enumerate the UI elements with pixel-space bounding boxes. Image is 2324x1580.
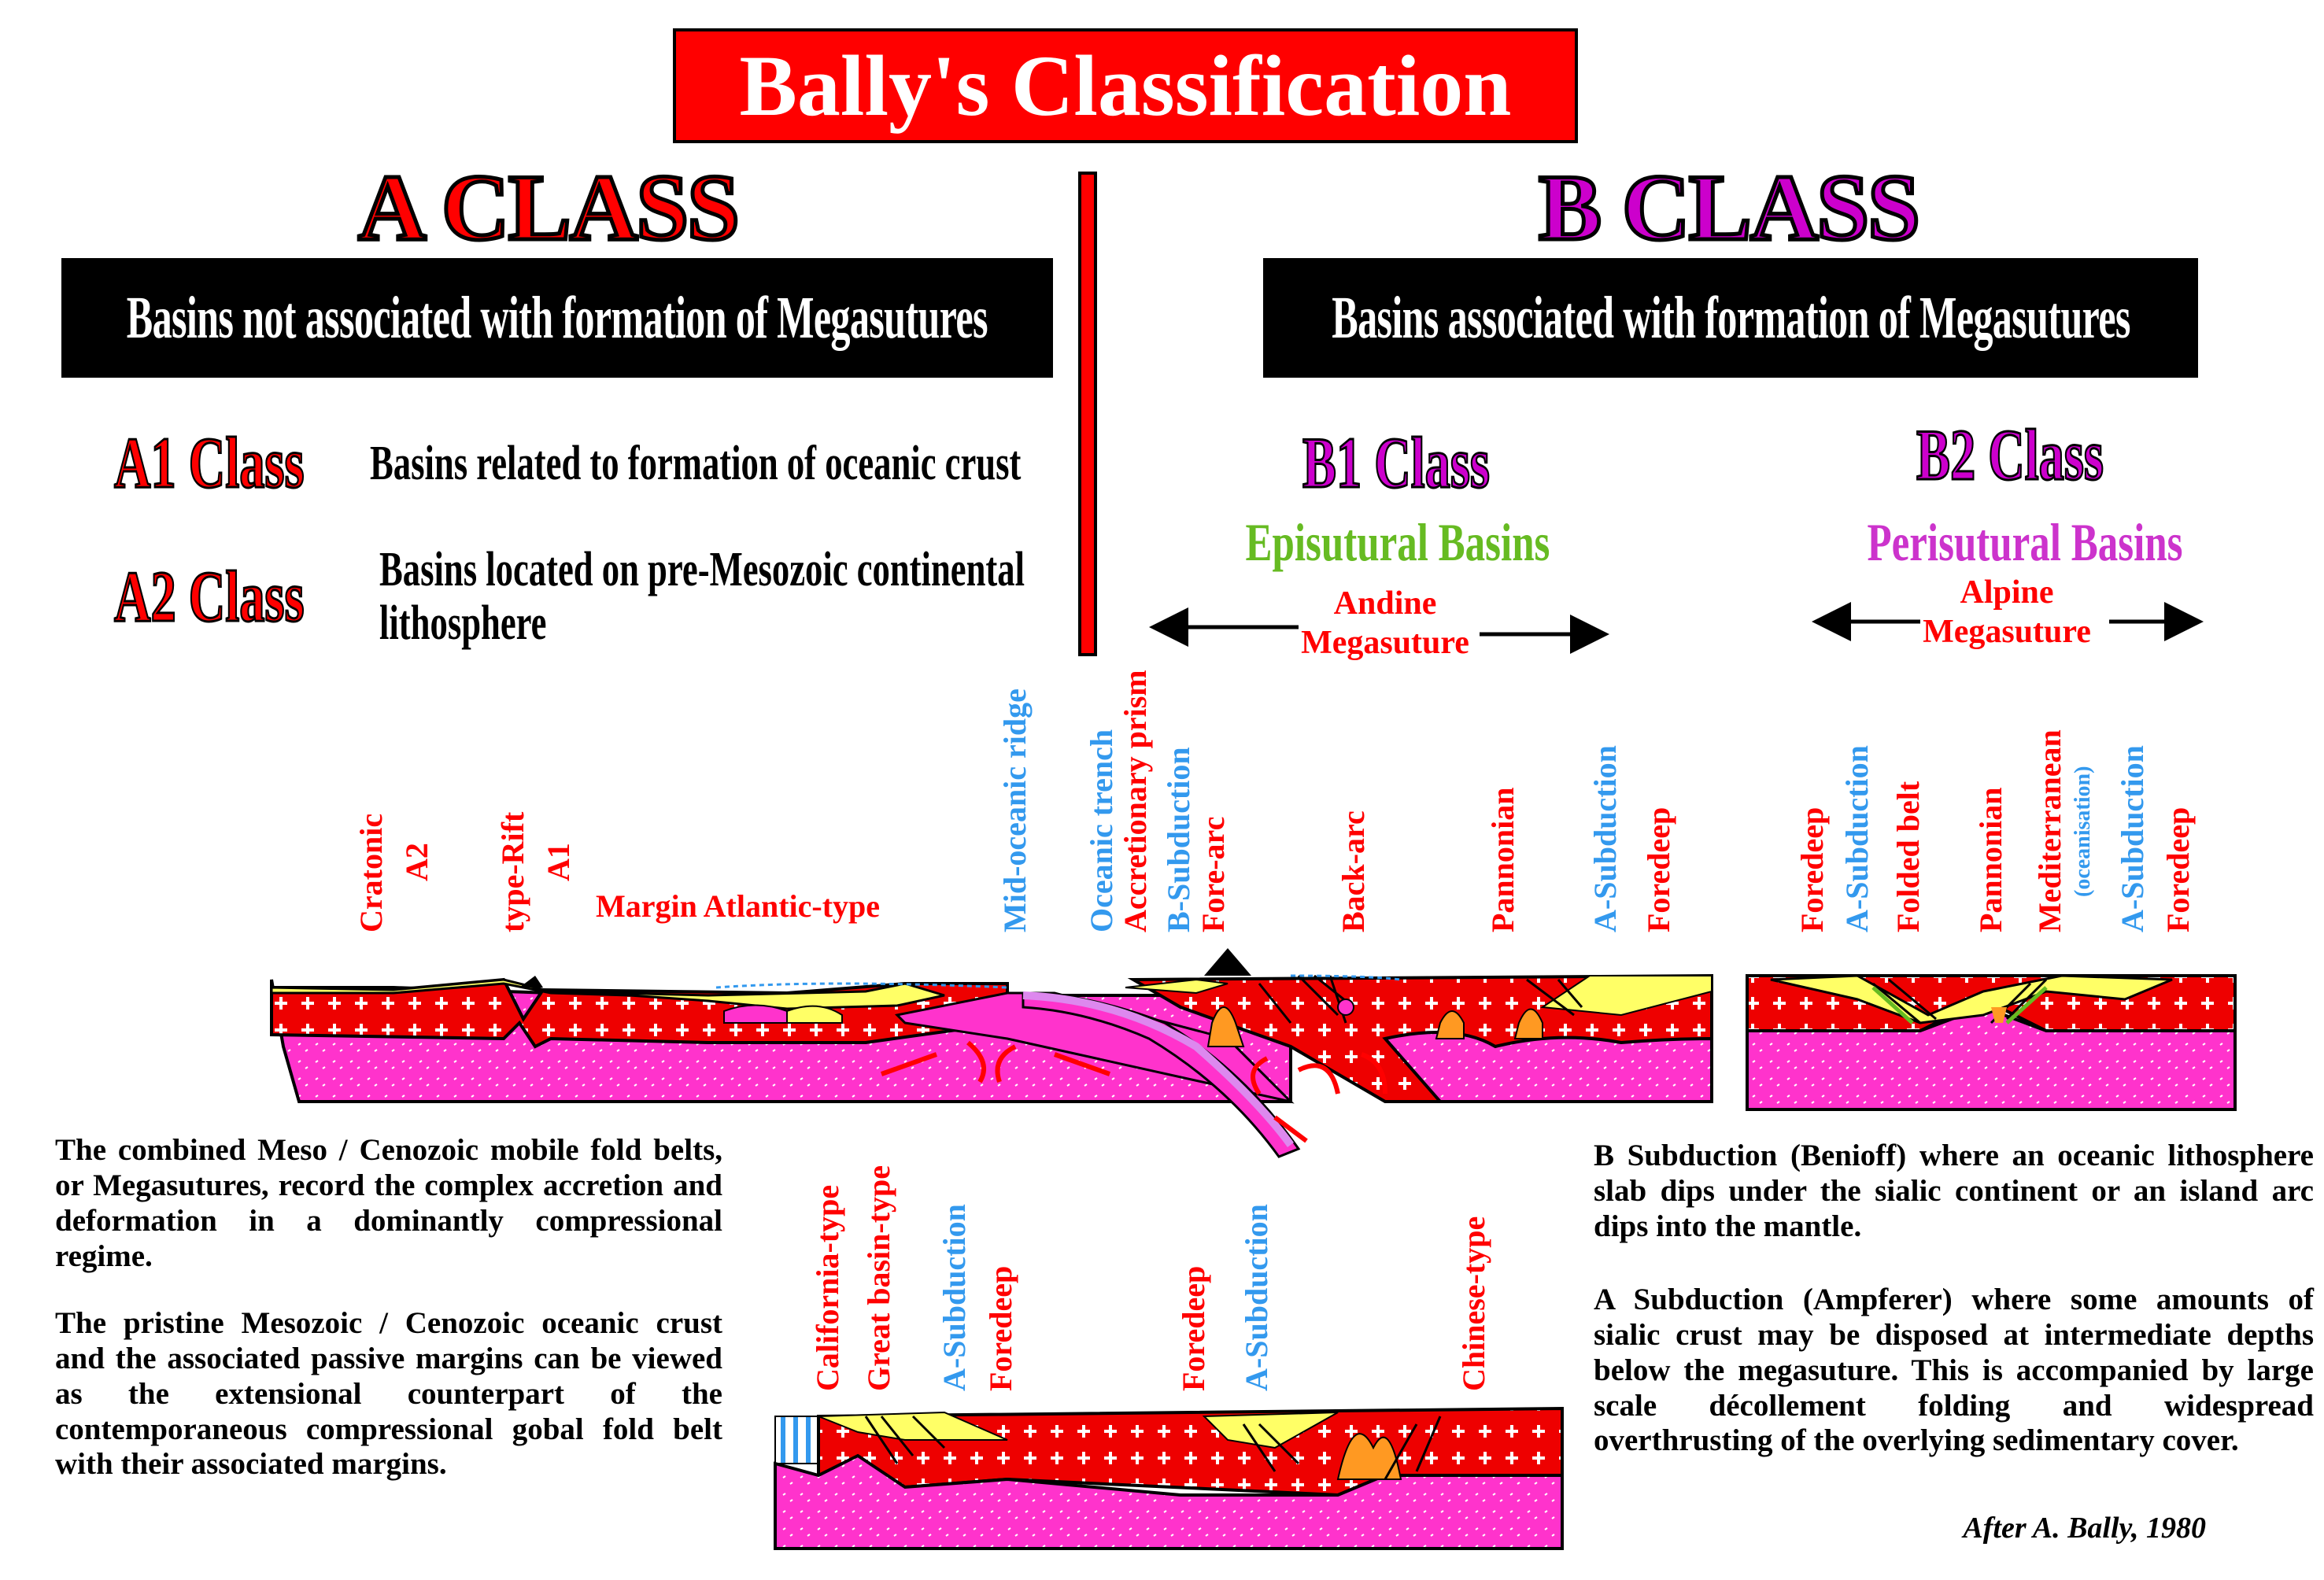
- a2-class-desc-line2: lithosphere: [379, 596, 547, 651]
- label-accretionary-prism: Accretionary prism: [1118, 670, 1153, 932]
- label-type-rift: type-Rift: [495, 811, 530, 932]
- right-paragraph-2: A Subduction (Ampferer) where some amoun…: [1594, 1283, 2314, 1458]
- a2-class-label: A2 Class: [113, 556, 305, 638]
- upper-cross-section-b2: [1746, 974, 2237, 1111]
- a2-class-desc-line1: Basins located on pre-Mesozoic continent…: [379, 543, 1025, 596]
- label-margin-atlantic: Margin Atlantic-type: [596, 888, 881, 924]
- alpine-megasuture-label: Alpine Megasuture: [1889, 573, 2125, 652]
- label-b-subduction: B-Subduction: [1161, 747, 1196, 932]
- convection-arrows: [880, 1040, 1387, 1143]
- label-cratonic: Cratonic: [353, 813, 389, 932]
- credit: After A. Bally, 1980: [1963, 1512, 2206, 1545]
- lower-cross-section: [774, 1406, 1564, 1550]
- page-title: Bally's Classification: [739, 37, 1512, 134]
- a-class-banner: Basins not associated with formation of …: [61, 258, 1053, 378]
- center-divider: [1078, 172, 1097, 656]
- label-folded-belt: Folded belt: [1890, 781, 1926, 932]
- a2-class-desc: Basins located on pre-Mesozoic continent…: [379, 543, 1025, 650]
- andine-megasuture-label: Andine Megasuture: [1267, 584, 1503, 663]
- label-foredeep-lower-right: Foredeep: [1176, 1265, 1211, 1391]
- label-pannonian-b1: Pannonian: [1485, 787, 1520, 932]
- label-fore-arc: Fore-arc: [1195, 816, 1231, 932]
- label-mediterranean: Mediterranean: [2032, 729, 2067, 932]
- andine-megasuture-text: Megasuture: [1301, 625, 1469, 662]
- label-foredeep-lower-left: Foredeep: [983, 1265, 1018, 1391]
- b-class-banner: Basins associated with formation of Mega…: [1263, 258, 2198, 378]
- a-class-banner-text: Basins not associated with formation of …: [126, 284, 988, 351]
- label-a-subduction-b2-left: A-Subduction: [1839, 745, 1875, 932]
- alpine-megasuture-text: Megasuture: [1923, 614, 2091, 651]
- label-oceanic-trench: Oceanic trench: [1084, 729, 1119, 932]
- label-oceanisation: (oceanisation): [2071, 766, 2095, 897]
- b2-class-label: B2 Class: [1916, 414, 2104, 497]
- b1-sub-label: Episutural Basins: [1245, 512, 1550, 572]
- label-california-type: California-type: [810, 1184, 845, 1391]
- label-a1: A1: [541, 843, 576, 881]
- label-foredeep-b1: Foredeep: [1641, 807, 1676, 932]
- b2-sub-label: Perisutural Basins: [1867, 512, 2183, 572]
- a1-class-label: A1 Class: [113, 422, 305, 504]
- label-a-subduction-lower-right: A-Subduction: [1239, 1204, 1274, 1391]
- label-a-subduction-lower-left: A-Subduction: [937, 1204, 972, 1391]
- alpine-label: Alpine: [1960, 574, 2054, 611]
- label-chinese-type: Chinese-type: [1456, 1216, 1491, 1391]
- b-class-banner-text: Basins associated with formation of Mega…: [1331, 284, 2130, 351]
- title-banner: Bally's Classification: [673, 28, 1578, 143]
- upper-cross-section-b1: [1125, 948, 1713, 1103]
- label-great-basin-type: Great basin-type: [861, 1165, 896, 1391]
- left-paragraph-1: The combined Meso / Cenozoic mobile fold…: [55, 1133, 722, 1273]
- label-pannonian-b2: Pannonian: [1973, 787, 2008, 932]
- label-a-subduction-b1: A-Subduction: [1587, 745, 1623, 932]
- label-foredeep-b2-right: Foredeep: [2160, 807, 2196, 932]
- label-back-arc: Back-arc: [1336, 810, 1371, 932]
- right-paragraph-1: B Subduction (Benioff) where an oceanic …: [1594, 1139, 2314, 1243]
- a-class-heading: A CLASS: [357, 153, 742, 262]
- upper-cross-section-left: [270, 976, 1301, 1158]
- label-a-subduction-b2-right: A-Subduction: [2115, 745, 2150, 932]
- left-paragraph-2: The pristine Mesozoic / Cenozoic oceanic…: [55, 1306, 722, 1482]
- andine-label: Andine: [1333, 585, 1437, 622]
- b-class-heading: B CLASS: [1537, 153, 1923, 262]
- a1-class-desc: Basins related to formation of oceanic c…: [370, 437, 1022, 490]
- label-a2: A2: [399, 843, 434, 881]
- label-foredeep-b2-left: Foredeep: [1794, 807, 1830, 932]
- label-mid-oceanic-ridge: Mid-oceanic ridge: [997, 688, 1033, 932]
- b1-class-label: B1 Class: [1302, 422, 1491, 504]
